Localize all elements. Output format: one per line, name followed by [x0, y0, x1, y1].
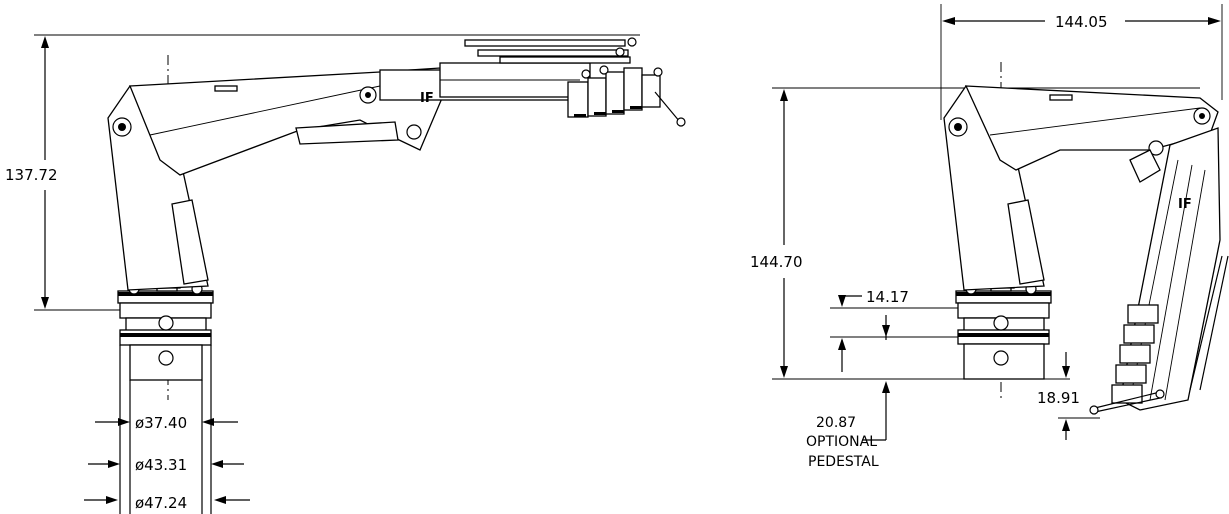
height-dim-right-label: 144.70: [750, 253, 803, 271]
left-crane-view: 137.72: [5, 34, 686, 514]
bottom-dim-label: 18.91: [1037, 389, 1080, 407]
height-dimension-left: 137.72: [5, 34, 640, 311]
telescopic-boom-left: IF: [379, 37, 686, 127]
telescopic-boom-right: IF: [1089, 127, 1229, 415]
right-crane-view: 144.05 144.70 14.17: [750, 4, 1229, 470]
reach-dimension: 144.05: [940, 4, 1223, 120]
reach-dim-label: 144.05: [1055, 13, 1108, 31]
bottom-dimension: 18.91: [1037, 352, 1100, 440]
pedestal-dim-label: 20.87: [816, 415, 856, 431]
svg-text:IF: IF: [1178, 197, 1192, 212]
crane-base: [117, 264, 214, 514]
svg-text:IF: IF: [420, 91, 434, 106]
diameter-dim-mid: ø43.31: [88, 456, 244, 474]
diameter-dim-inner: ø37.40: [95, 414, 238, 432]
diameter-dim-outer: ø47.24: [84, 494, 250, 512]
offset-dimension: 14.17: [830, 288, 960, 372]
dia-outer-label: ø47.24: [135, 494, 187, 512]
dia-inner-label: ø37.40: [135, 414, 187, 432]
offset-dim-label: 14.17: [866, 288, 909, 306]
main-boom-left: [129, 67, 449, 176]
dia-mid-label: ø43.31: [135, 456, 187, 474]
height-dimension-right: 144.70: [750, 87, 1200, 380]
pedestal-label-pedestal: PEDESTAL: [808, 454, 879, 470]
height-dim-label: 137.72: [5, 166, 58, 184]
main-boom-right: [964, 85, 1219, 183]
pedestal-dimension: 20.87 OPTIONAL PEDESTAL: [806, 315, 890, 470]
pedestal-label-optional: OPTIONAL: [806, 434, 877, 450]
